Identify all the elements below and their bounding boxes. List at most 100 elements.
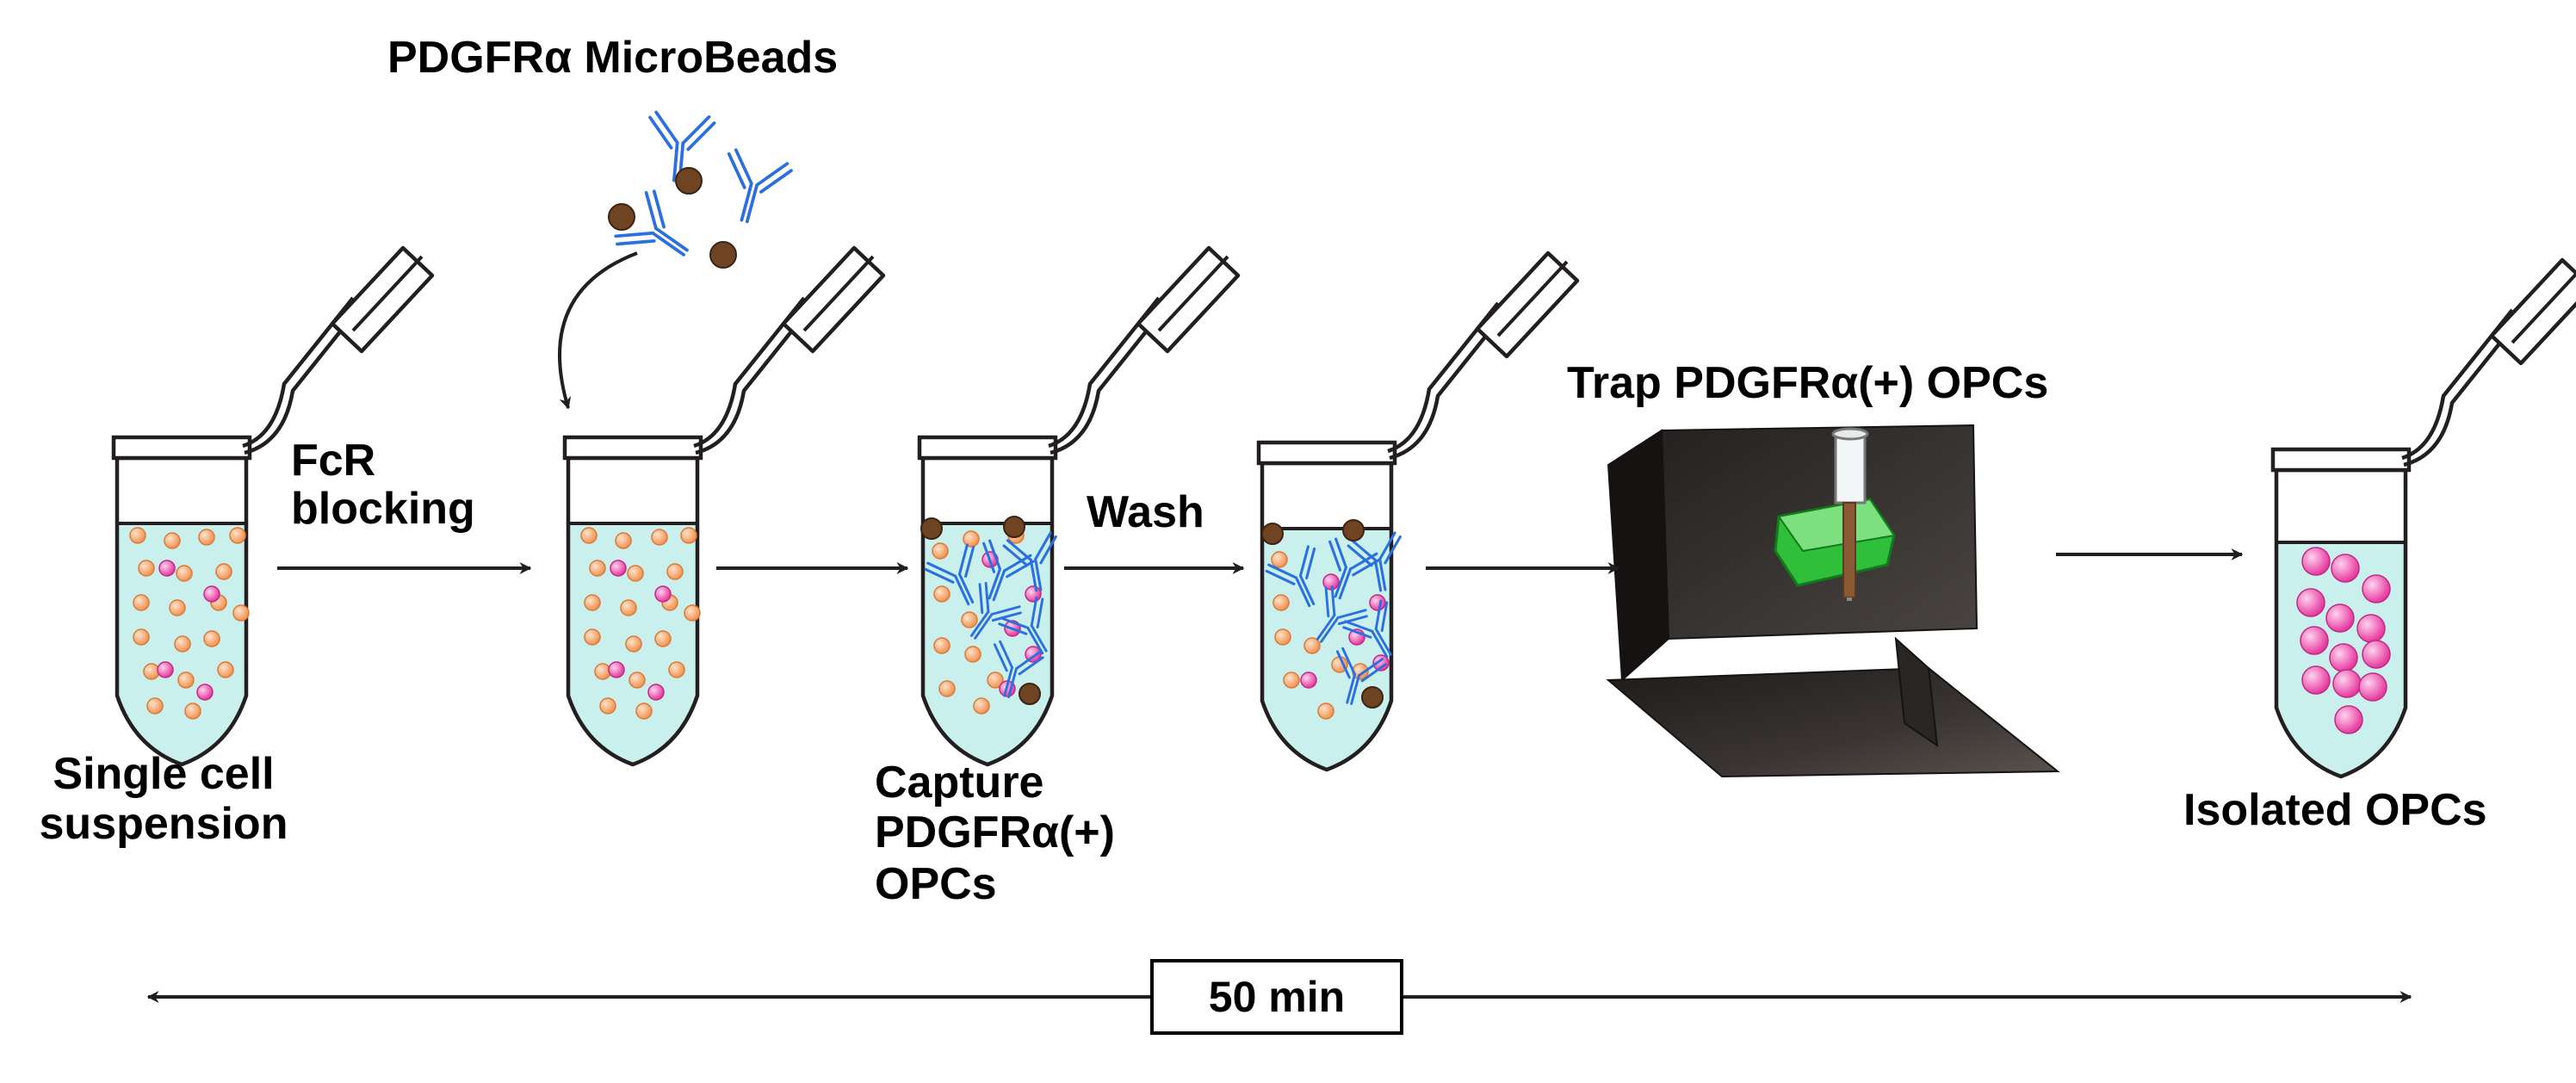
tube5-opc-12 [2358,672,2387,702]
tube4-antibody-5-stem-a [1371,629,1389,659]
tube3-antibody-3 [1002,531,1057,592]
tube5-opc-8 [2329,643,2358,672]
tube2-cell-2 [615,532,632,549]
time-label: 50 min [1208,973,1346,1021]
tube2-cell-19 [635,702,653,720]
tube2-cell-3 [651,529,668,546]
tube1-cell-12 [133,628,150,646]
tube4-cell-7 [1317,702,1334,720]
tube3-antibody-3-arm-l-a [1006,539,1032,561]
tube3-cell-6 [933,637,951,654]
tube3-antibody-4-arm-l-b [978,583,984,615]
tube3-antibody-4-stem-b [974,613,994,640]
tube1-cell-14 [203,630,220,647]
tube4-antibody-5 [1342,599,1392,659]
tube4-antibody-5-arm-r-a [1374,599,1383,631]
capture-label-line3: OPCs [875,859,997,909]
tube-fcr-blocked [562,245,886,767]
capture-label-line1: Capture [875,758,1044,808]
tube3-cell-9 [938,680,956,697]
tube-single-cell-hinge [242,296,355,449]
magnet-stand-base [1606,666,2060,778]
tube2-cell-15 [594,663,611,680]
tube-wash-liquid [1262,529,1391,770]
tube4-antibody-1 [1265,545,1316,608]
tube-fcr-blocked-cap-line [802,255,875,332]
tube3-antibody-2-arm-r-a [1003,554,1032,572]
tube3-bead-1 [920,517,943,540]
tube4-antibody-5-arm-l-a [1344,620,1374,633]
tube-single-cell-cap-line [351,255,424,332]
tube1-cell-4 [229,527,246,544]
tube2-cell-13 [625,635,642,653]
tube1-cell-6 [176,565,193,582]
tube2-opc-3 [608,661,625,678]
tube3-antibody-3-stem-b [1034,558,1043,591]
tube1-opc-2 [203,585,220,603]
tube1-opc-1 [158,560,176,577]
microbead-antibody-1-arm-r-b [686,121,716,152]
tube4-antibody-6-stem-a [1346,672,1356,704]
magnet-block-top [1777,498,1896,553]
tube3-antibody-5-stem-b [1030,624,1048,653]
tube1-cell-8 [133,594,150,611]
tube-isolated [2270,257,2576,779]
tube2-cell-17 [668,661,685,678]
tube3-cell-10 [973,697,990,715]
tube3-antibody-4 [969,582,1022,640]
tube4-antibody-2-stem-a [1334,566,1347,598]
microbead-antibody-3-arm-l-b [616,239,656,246]
tube2-cell-6 [627,565,644,582]
magnet-stand-side [1607,429,1670,683]
microbead-bead-2 [608,203,635,231]
magnet-stand-leg [1894,636,1939,748]
microbead-antibody-3-stem-a [651,231,686,257]
tube2-cell-8 [584,594,601,611]
tube3-antibody-5-arm-l-b [998,622,1028,635]
tube1-cell-11 [232,604,250,622]
tube5-opc-9 [2362,640,2391,669]
tube4-antibody-3-arm-l-a [1350,539,1377,561]
microbead-antibody-2-stem-a [740,182,753,222]
tube5-opc-5 [2325,603,2355,633]
fcr-blocking-label-line1: FcR [291,436,376,486]
tube3-antibody-1 [924,543,975,606]
tube4-antibody-4-arm-l-b [1324,586,1330,618]
tube4-antibody-6-arm-r-a [1358,658,1384,678]
tube2-opc-4 [647,684,665,701]
microbead-antibody-1-arm-r-a [681,114,711,145]
tube2-cell-16 [629,671,646,689]
tube4-antibody-1-arm-l-a [1267,563,1298,579]
tube4-bead-2 [1342,519,1365,542]
tube3-antibody-6-arm-r-b [1018,656,1044,676]
tube-wash-hinge-inner [1389,308,1508,461]
tube1-cell-13 [174,635,191,653]
tube-single-cell-hinge-inner [244,303,363,455]
tube4-cell-2 [1273,594,1290,611]
tube-isolated-body [2274,467,2408,779]
tube3-antibody-2-arm-l-a [988,539,1001,571]
tube3-antibody-4-arm-r-a [990,605,1021,616]
tube-fcr-blocked-rim [562,435,703,461]
tube3-antibody-3-arm-l-b [1002,544,1029,567]
tube-single-cell-body [115,455,249,767]
tube-fcr-blocked-hinge [693,296,806,449]
capture-label-line2: PDGFRα(+) [875,808,1115,857]
tube1-cell-17 [217,661,234,678]
tube4-antibody-5-arm-l-b [1342,626,1372,639]
tube3-antibody-5-arm-r-b [1036,597,1044,629]
microbead-antibody-3-stem-b [654,226,689,252]
tube3-antibody-2-stem-b [992,569,1006,602]
time-box: 50 min [1150,959,1403,1035]
tube4-antibody-3-arm-l-b [1347,544,1373,567]
column-matrix [1842,502,1856,598]
tube3-antibody-2-arm-r-b [1006,560,1035,579]
tube3-bead-3 [1019,683,1041,705]
tube3-bead-2 [1003,516,1025,538]
tube3-antibody-3-arm-r-a [1034,531,1052,561]
tube5-opc-3 [2362,574,2391,603]
tube2-cell-5 [589,560,606,577]
tube3-antibody-4-arm-l-a [984,582,990,613]
